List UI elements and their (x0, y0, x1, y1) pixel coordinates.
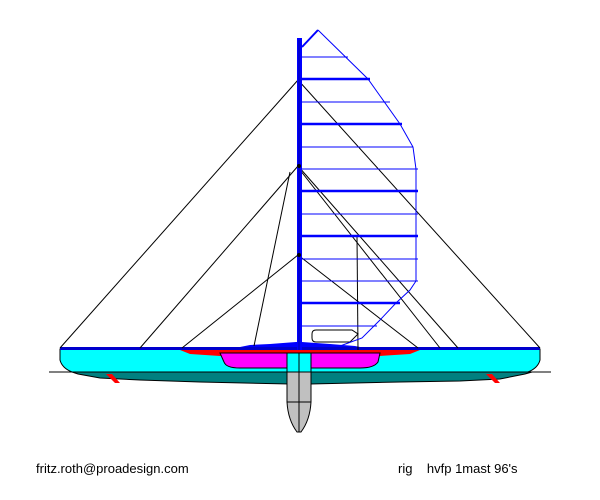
battens (300, 56, 418, 327)
author-email: fritz.roth@proadesign.com (36, 461, 189, 476)
shroud-lower-left (181, 254, 299, 349)
shroud-upper-left (139, 165, 299, 349)
spreader-node-lower (297, 253, 301, 257)
sheet-line (356, 235, 359, 351)
boom-outline (311, 329, 359, 343)
sail-head (301, 29, 319, 48)
running-backstay (253, 171, 291, 347)
forestay-left (59, 79, 299, 349)
shroud-upper-right (297, 165, 459, 349)
drawing-caption: rig hvfp 1mast 96's (398, 461, 518, 476)
rudder-left (106, 374, 120, 383)
rudder-right (486, 374, 500, 383)
sail-leech (317, 29, 417, 347)
spreader-node-upper (297, 164, 301, 168)
